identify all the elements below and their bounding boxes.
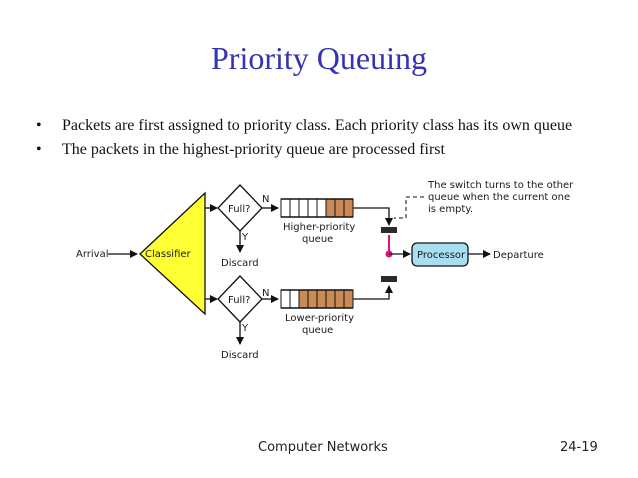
queue-slot xyxy=(280,289,291,309)
bullet-marker: • xyxy=(36,117,42,134)
discard-label-bottom: Discard xyxy=(221,350,259,361)
bullet-marker: • xyxy=(36,141,42,158)
lower-priority-queue xyxy=(280,289,354,309)
n-label-top: N xyxy=(262,194,269,205)
higher-queue-label-line1: Higher-priority xyxy=(283,222,355,233)
note-line-1: The switch turns to the other xyxy=(427,180,574,191)
bullet-list: • Packets are first assigned to priority … xyxy=(36,114,626,162)
note-line-2: queue when the current one xyxy=(428,192,570,203)
classifier-triangle xyxy=(139,191,206,316)
bullet-item: • The packets in the highest-priority que… xyxy=(36,138,626,162)
queue-packet xyxy=(316,289,327,309)
queue-slot xyxy=(280,198,291,218)
footer-course: Computer Networks xyxy=(258,440,388,455)
queue-packet xyxy=(307,289,318,309)
higher-queue-to-switch-arrow xyxy=(353,207,393,226)
y-label-bottom: Y xyxy=(241,323,249,334)
processor-label: Processor xyxy=(417,250,466,261)
bullet-text: The packets in the highest-priority queu… xyxy=(62,141,445,158)
discard-label-top: Discard xyxy=(221,258,259,269)
lower-queue-label-line1: Lower-priority xyxy=(285,313,354,324)
slide-title: Priority Queuing xyxy=(211,40,427,76)
queue-slot xyxy=(289,198,300,218)
note-leader-line xyxy=(394,196,424,219)
n-label-bottom: N xyxy=(262,288,269,299)
higher-queue-label-line2: queue xyxy=(302,234,333,245)
queue-slot xyxy=(316,198,327,218)
classifier-label: Classifier xyxy=(145,249,192,260)
lower-queue-label-line2: queue xyxy=(302,325,333,336)
queue-packet xyxy=(343,289,354,309)
full-label-top: Full? xyxy=(228,204,250,215)
switch-contact-top xyxy=(381,227,397,233)
queue-slot xyxy=(307,198,318,218)
queue-packet xyxy=(334,198,345,218)
queue-slot xyxy=(289,289,300,309)
queue-packet xyxy=(334,289,345,309)
bullet-item: • Packets are first assigned to priority … xyxy=(36,114,626,138)
queue-packet xyxy=(298,289,309,309)
departure-label: Departure xyxy=(493,250,544,261)
queue-packet xyxy=(325,289,336,309)
lower-queue-to-switch-arrow xyxy=(353,285,393,300)
queue-packet xyxy=(343,198,354,218)
queue-packet xyxy=(325,198,336,218)
bullet-text: Packets are first assigned to priority c… xyxy=(62,117,573,134)
queue-slot xyxy=(298,198,309,218)
higher-priority-queue xyxy=(280,198,354,218)
arrival-label: Arrival xyxy=(76,249,109,260)
footer-page-number: 24-19 xyxy=(560,440,598,455)
note-line-3: is empty. xyxy=(428,204,473,215)
switch-contact-bottom xyxy=(381,276,397,282)
y-label-top: Y xyxy=(241,232,249,243)
full-label-bottom: Full? xyxy=(228,295,250,306)
